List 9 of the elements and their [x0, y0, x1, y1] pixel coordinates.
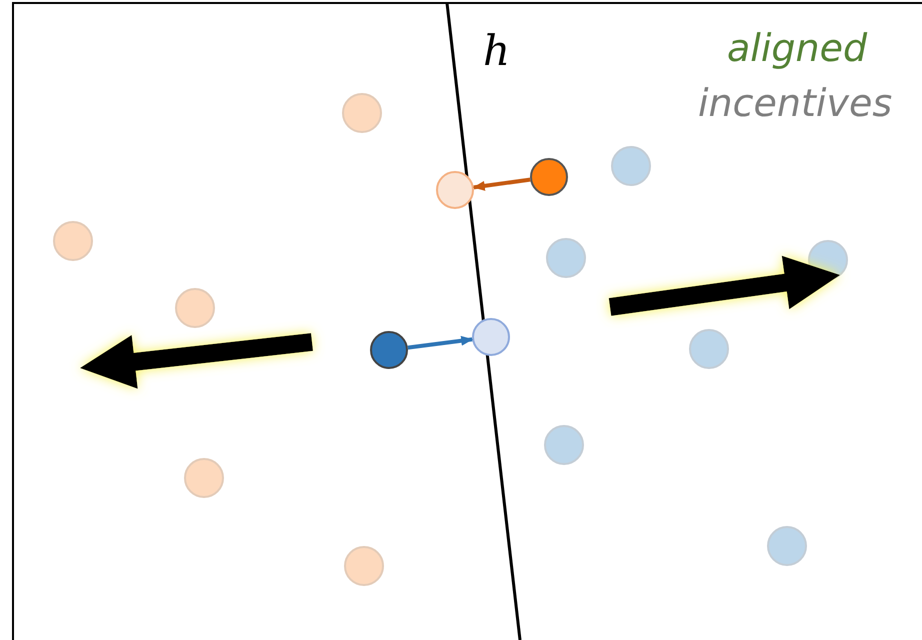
data-point [472, 318, 510, 356]
line-label: h [483, 28, 510, 74]
arrow [472, 178, 530, 191]
data-point [436, 171, 474, 209]
annotation-text: incentives [698, 83, 892, 125]
arrow [408, 336, 474, 350]
data-point [370, 331, 408, 369]
data-point [530, 158, 568, 196]
annotation-text: aligned [727, 28, 868, 70]
